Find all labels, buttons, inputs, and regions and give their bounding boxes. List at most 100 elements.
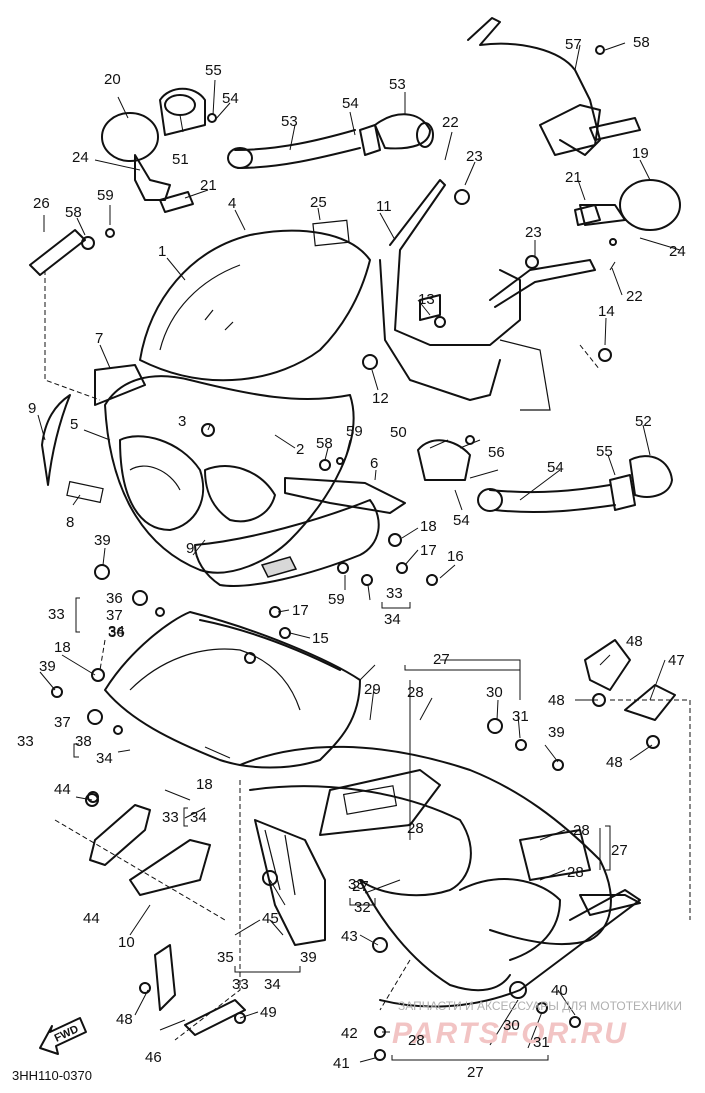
part-label: 10 (118, 934, 135, 951)
part-label: 57 (565, 36, 582, 53)
fairing-stay (379, 179, 596, 411)
part-label: 33 (348, 876, 365, 893)
part-label: 31 (512, 708, 529, 725)
lower-air-duct (417, 439, 673, 514)
part-label: 18 (196, 776, 213, 793)
part-label: 59 (328, 591, 345, 608)
part-label: 59 (346, 423, 363, 440)
part-label: 23 (525, 224, 542, 241)
forward-arrow: FWD (39, 1017, 87, 1055)
part-label: 39 (548, 724, 565, 741)
part-label: 39 (300, 949, 317, 966)
part-label: 37 (106, 607, 123, 624)
part-label: 30 (503, 1017, 520, 1034)
part-label: 17 (292, 602, 309, 619)
part-label: 48 (548, 692, 565, 709)
part-label: 33 (48, 606, 65, 623)
part-label: 53 (281, 113, 298, 130)
part-label: 33 (162, 809, 179, 826)
right-mirror (574, 179, 681, 231)
part-label: 18 (420, 518, 437, 535)
part-label: 28 (573, 822, 590, 839)
part-label: 33 (232, 976, 249, 993)
part-label: 56 (488, 444, 505, 461)
part-label: 44 (54, 781, 71, 798)
part-label: 59 (97, 187, 114, 204)
part-labels: 1 2 3 4 5 6 7 8 9 9 10 11 12 13 14 15 16… (17, 34, 686, 1081)
part-label: 54 (453, 512, 470, 529)
part-label: 41 (333, 1055, 350, 1072)
part-label: 11 (376, 198, 392, 215)
part-label: 29 (364, 681, 381, 698)
fasteners (51, 45, 660, 1061)
part-label: 58 (316, 435, 333, 452)
part-label: 49 (260, 1004, 277, 1021)
part-label: 58 (65, 204, 82, 221)
diagram-code: 3HH110-0370 (12, 1068, 92, 1083)
lower-fairing (104, 611, 641, 1008)
part-label: 47 (668, 652, 685, 669)
watermark-caption: ЗАПЧАСТИ И АКСЕССУАРЫ ДЛЯ МОТОТЕХНИКИ (398, 999, 682, 1013)
upper-fairing (41, 219, 406, 587)
part-label: 20 (104, 71, 121, 88)
part-label: 52 (635, 413, 652, 430)
mirror-bracket (467, 17, 641, 156)
part-label: 28 (408, 1032, 425, 1049)
group-brackets (73, 597, 611, 1061)
part-label: 28 (567, 864, 584, 881)
part-label: 26 (33, 195, 50, 212)
part-label: 50 (390, 424, 407, 441)
part-label: 6 (370, 455, 378, 472)
part-label: 33 (386, 585, 403, 602)
stay-brackets (29, 229, 676, 1036)
part-label: 22 (626, 288, 643, 305)
part-label: 48 (116, 1011, 133, 1028)
part-label: 22 (442, 114, 459, 131)
part-label: 13 (418, 291, 435, 308)
part-label: 48 (606, 754, 623, 771)
part-label: 54 (547, 459, 564, 476)
watermark-brand: PARTSFOR.RU (392, 1017, 628, 1050)
left-mirror (101, 112, 194, 213)
part-label: 18 (54, 639, 71, 656)
part-label: 8 (66, 514, 74, 531)
part-label: 27 (467, 1064, 484, 1081)
part-label: 2 (296, 441, 304, 458)
part-label: 15 (312, 630, 329, 647)
part-label: 23 (466, 148, 483, 165)
part-label: 39 (94, 532, 111, 549)
part-label: 33 (17, 733, 34, 750)
part-label: 58 (633, 34, 650, 51)
part-label: 54 (342, 95, 359, 112)
part-label: 25 (310, 194, 327, 211)
part-label: 54 (222, 90, 239, 107)
assembly-lines (44, 270, 691, 1041)
part-label: 24 (669, 243, 686, 260)
part-label: 38 (75, 733, 92, 750)
part-label: 30 (486, 684, 503, 701)
part-label: 43 (341, 928, 358, 945)
part-label: 28 (407, 684, 424, 701)
part-label: 5 (70, 416, 78, 433)
part-label: 39 (39, 658, 56, 675)
part-label: 16 (447, 548, 464, 565)
part-label: 55 (596, 443, 613, 460)
part-label: 37 (54, 714, 71, 731)
part-label: 12 (372, 390, 389, 407)
part-label: 27 (352, 878, 369, 895)
part-label: 48 (626, 633, 643, 650)
part-label: 27 (611, 842, 628, 859)
part-label: 21 (565, 169, 582, 186)
part-label: 27 (433, 651, 450, 668)
part-label: 17 (420, 542, 437, 559)
part-label: 46 (145, 1049, 162, 1066)
part-label: 1 (158, 243, 166, 260)
part-label: 36 (106, 590, 123, 607)
part-label: 44 (83, 910, 100, 927)
part-label: 34 (190, 809, 207, 826)
part-label: 9 (186, 540, 194, 557)
part-label: 35 (217, 949, 234, 966)
part-label: 7 (95, 330, 103, 347)
part-label: 28 (407, 820, 424, 837)
